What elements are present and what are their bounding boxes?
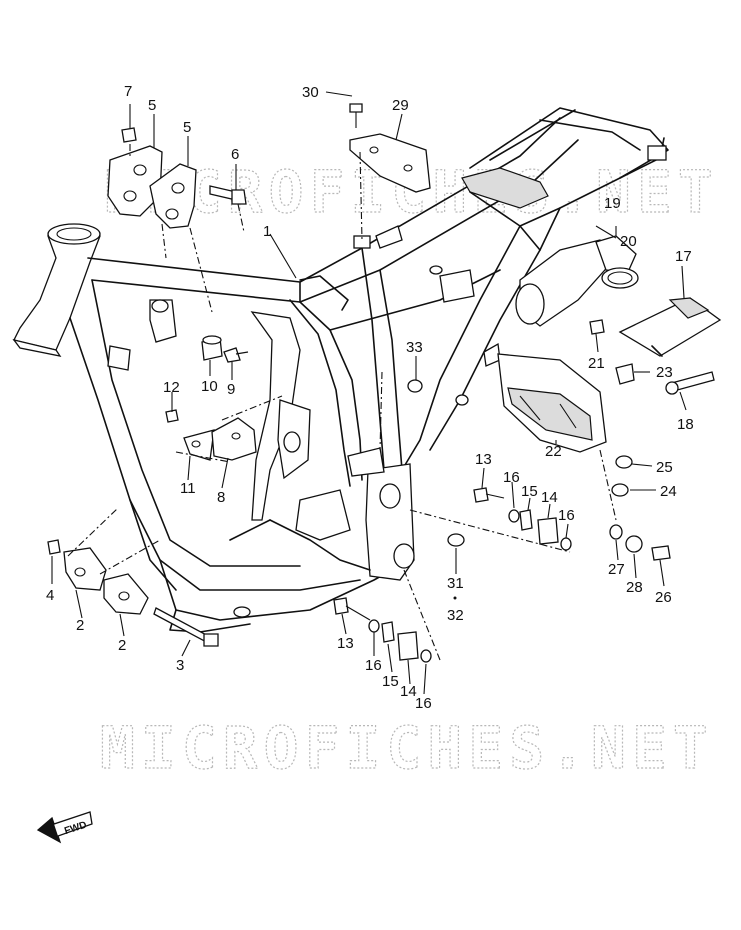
label-part-8: 8 bbox=[217, 489, 225, 506]
label-part-30: 30 bbox=[302, 84, 319, 101]
label-part-15: 15 bbox=[521, 483, 538, 500]
label-part-2: 2 bbox=[76, 617, 84, 634]
label-part-20: 20 bbox=[620, 233, 637, 250]
frame-body bbox=[12, 107, 669, 633]
label-part-12: 12 bbox=[163, 379, 180, 396]
label-part-3: 3 bbox=[176, 657, 184, 674]
label-part-25: 25 bbox=[656, 459, 673, 476]
label-part-11: 11 bbox=[180, 480, 196, 497]
swingarm-hardware-lower bbox=[333, 533, 465, 663]
label-part-19: 19 bbox=[604, 195, 621, 212]
label-part-23: 23 bbox=[656, 364, 673, 381]
small-hardware-left bbox=[165, 335, 283, 463]
swingarm-hardware-upper bbox=[409, 487, 572, 553]
label-part-10: 10 bbox=[201, 378, 218, 395]
tool-box-assembly bbox=[497, 353, 715, 561]
label-part-32: 32 bbox=[447, 607, 464, 624]
label-part-24: 24 bbox=[660, 483, 677, 500]
label-part-16: 16 bbox=[558, 507, 575, 524]
label-part-16: 16 bbox=[365, 657, 382, 674]
label-part-14: 14 bbox=[541, 489, 558, 506]
label-part-7: 7 bbox=[124, 83, 132, 100]
label-part-26: 26 bbox=[655, 589, 672, 606]
dot-marker bbox=[453, 596, 457, 600]
label-part-4: 4 bbox=[46, 587, 54, 604]
label-part-2: 2 bbox=[118, 637, 126, 654]
watermark-bottom: MICROFICHES.NET bbox=[100, 714, 714, 782]
upper-engine-mount-brackets bbox=[107, 127, 247, 313]
label-part-29: 29 bbox=[392, 97, 409, 114]
label-part-9: 9 bbox=[227, 381, 235, 398]
forward-direction-arrow: FWD bbox=[36, 811, 93, 844]
label-part-22: 22 bbox=[545, 443, 562, 460]
label-part-5: 5 bbox=[183, 119, 191, 136]
label-part-21: 21 bbox=[588, 355, 605, 372]
leader-lines bbox=[51, 91, 687, 695]
label-part-18: 18 bbox=[677, 416, 694, 433]
label-part-14: 14 bbox=[400, 683, 417, 700]
label-part-1: 1 bbox=[263, 223, 271, 240]
side-parts-right-upper bbox=[515, 225, 722, 357]
label-part-17: 17 bbox=[675, 248, 692, 265]
part-number-labels: 7 5 5 6 30 29 1 19 20 17 33 10 9 12 11 8… bbox=[46, 83, 694, 712]
label-part-27: 27 bbox=[608, 561, 625, 578]
label-part-33: 33 bbox=[406, 339, 423, 356]
label-part-15: 15 bbox=[382, 673, 399, 690]
label-part-31: 31 bbox=[447, 575, 464, 592]
label-part-16: 16 bbox=[415, 695, 432, 712]
label-part-13: 13 bbox=[337, 635, 354, 652]
label-part-16: 16 bbox=[503, 469, 520, 486]
rear-frame-hardware bbox=[349, 103, 431, 451]
label-part-6: 6 bbox=[231, 146, 239, 163]
label-part-13: 13 bbox=[475, 451, 492, 468]
label-part-5: 5 bbox=[148, 97, 156, 114]
front-lower-mounts bbox=[47, 507, 219, 647]
label-part-28: 28 bbox=[626, 579, 643, 596]
